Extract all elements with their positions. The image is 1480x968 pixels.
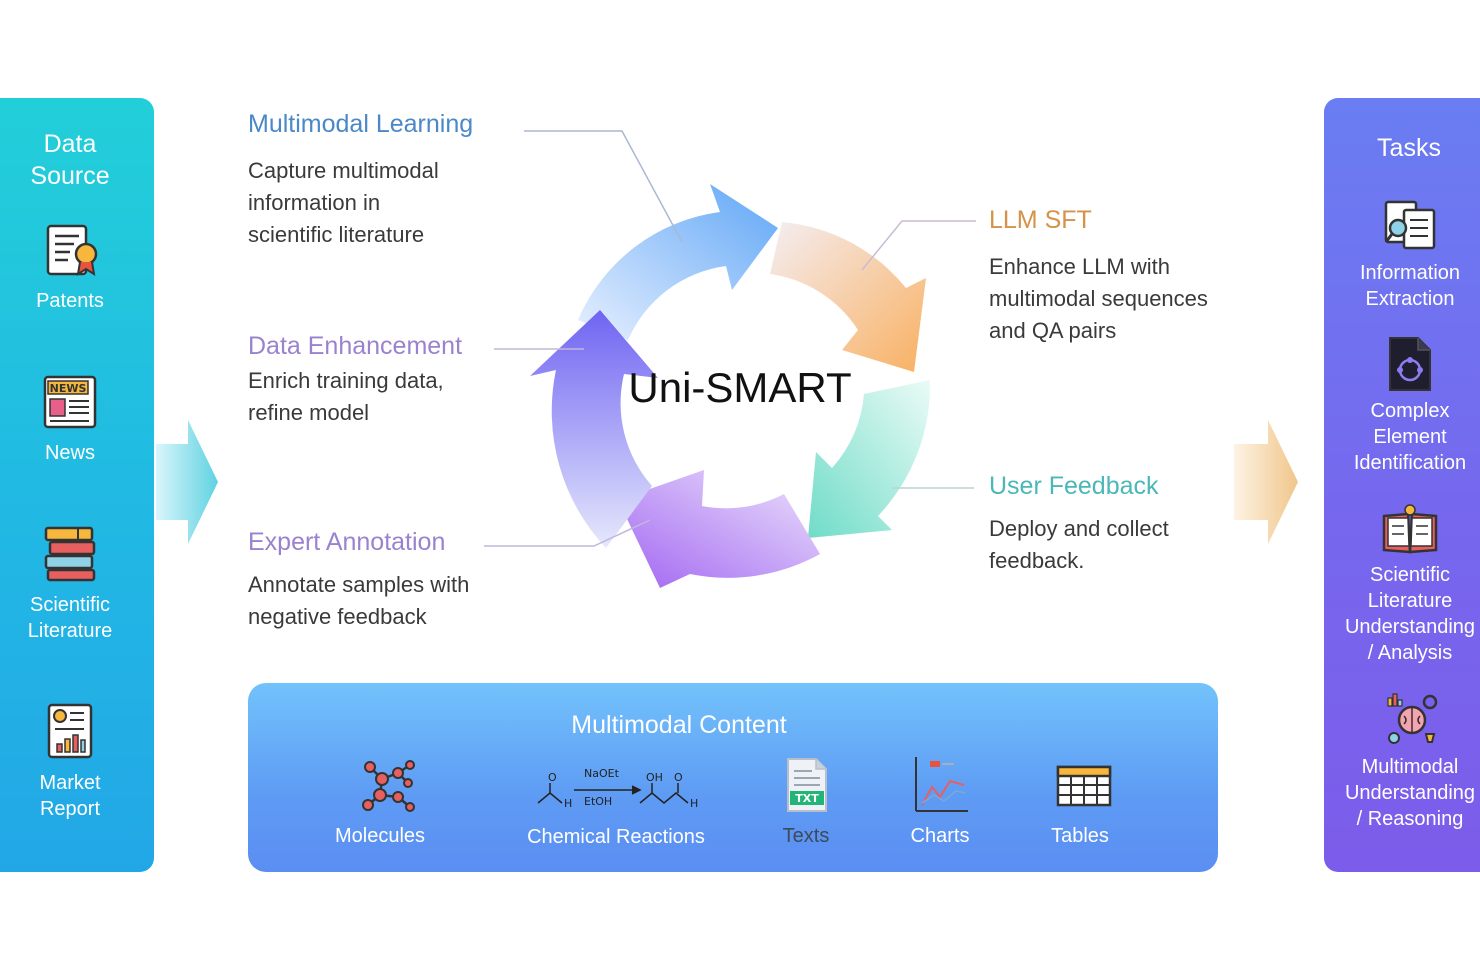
desc-line: Deploy and collect bbox=[989, 516, 1169, 541]
tasks-panel: Tasks Information Extraction Complex Ele… bbox=[1324, 98, 1480, 872]
data-source-panel: Data Source Patents NEWS News bbox=[0, 98, 154, 872]
desc-line: scientific literature bbox=[248, 222, 425, 247]
news-icon: NEWS bbox=[42, 374, 98, 435]
label-line: Report bbox=[39, 798, 101, 820]
input-arrow-icon bbox=[156, 420, 218, 544]
txt-badge: TXT bbox=[795, 792, 819, 805]
chart-icon bbox=[912, 755, 970, 820]
label-line: Understanding bbox=[1344, 616, 1476, 638]
multimodal-item-molecules: Molecules bbox=[334, 825, 426, 847]
task-item-multimodal-understanding: Multimodal Understanding / Reasoning bbox=[1324, 754, 1480, 832]
multimodal-content-panel: Multimodal Content Molecules O NaO bbox=[248, 683, 1218, 872]
desc-line: negative feedback bbox=[248, 604, 427, 629]
news-logo-text: NEWS bbox=[50, 382, 87, 395]
stage-description: Enrich training data, refine model bbox=[248, 365, 462, 429]
report-icon bbox=[44, 702, 96, 765]
label-line: Understanding bbox=[1344, 782, 1476, 804]
desc-line: Capture multimodal bbox=[248, 158, 439, 183]
reaction-icon: O NaOEt EtOH OH O H H bbox=[536, 763, 702, 818]
books-icon bbox=[42, 524, 98, 587]
stage-multimodal-learning: Multimodal Learning Capture multimodal i… bbox=[248, 110, 473, 251]
task-item-complex-element-identification: Complex Element Identification bbox=[1324, 398, 1480, 476]
stage-title: User Feedback bbox=[989, 472, 1159, 500]
desc-line: information in bbox=[248, 190, 381, 215]
multimodal-item-texts: Texts bbox=[782, 825, 830, 847]
reaction-reagent-bottom: EtOH bbox=[584, 795, 612, 808]
stage-title: LLM SFT bbox=[989, 206, 1092, 234]
brain-gear-icon bbox=[1384, 692, 1440, 753]
data-source-title-line2: Source bbox=[30, 162, 110, 190]
multimodal-content-title: Multimodal Content bbox=[571, 711, 787, 739]
table-icon bbox=[1056, 765, 1112, 812]
stage-title: Data Enhancement bbox=[248, 332, 463, 360]
task-item-information-extraction: Information Extraction bbox=[1324, 260, 1480, 312]
data-source-item-news: News bbox=[0, 440, 140, 466]
desc-line: Enhance LLM with bbox=[989, 254, 1170, 279]
data-source-item-patents: Patents bbox=[0, 288, 140, 314]
reaction-reagent-top: NaOEt bbox=[584, 767, 620, 780]
label-line: Scientific bbox=[29, 594, 111, 616]
data-source-title-line1: Data bbox=[43, 130, 97, 158]
stage-title: Expert Annotation bbox=[248, 528, 446, 556]
stage-title: Multimodal Learning bbox=[248, 110, 474, 138]
label-line: News bbox=[44, 442, 95, 464]
label-line: Complex bbox=[1370, 400, 1450, 422]
desc-line: and QA pairs bbox=[989, 318, 1117, 343]
stage-description: Enhance LLM with multimodal sequences an… bbox=[989, 251, 1208, 347]
label-line: Patents bbox=[36, 290, 104, 312]
multimodal-item-chemical-reactions: Chemical Reactions bbox=[527, 826, 705, 848]
stage-description: Deploy and collect feedback. bbox=[989, 513, 1169, 577]
stage-user-feedback: User Feedback Deploy and collect feedbac… bbox=[989, 472, 1169, 577]
document-search-icon bbox=[1382, 198, 1438, 257]
multimodal-item-charts: Charts bbox=[910, 825, 970, 847]
task-item-scientific-literature-understanding: Scientific Literature Understanding / An… bbox=[1324, 562, 1480, 666]
molecule-icon bbox=[358, 757, 418, 820]
desc-line: feedback. bbox=[989, 548, 1085, 573]
reaction-o-left: O bbox=[548, 771, 557, 784]
data-source-title: Data Source bbox=[0, 128, 140, 192]
tasks-title: Tasks bbox=[1377, 134, 1441, 162]
desc-line: Annotate samples with bbox=[248, 572, 470, 597]
txt-file-icon: TXT bbox=[786, 757, 828, 818]
label-line: / Analysis bbox=[1367, 642, 1453, 664]
desc-line: refine model bbox=[248, 400, 370, 425]
stage-description: Annotate samples with negative feedback bbox=[248, 569, 469, 633]
label-line: Scientific bbox=[1369, 564, 1451, 586]
label-line: Literature bbox=[1367, 590, 1453, 612]
data-source-item-scientific-literature: Scientific Literature bbox=[0, 592, 140, 644]
element-identify-icon bbox=[1386, 336, 1434, 397]
stage-data-enhancement: Data Enhancement Enrich training data, r… bbox=[248, 332, 462, 429]
label-line: Identification bbox=[1353, 452, 1467, 474]
reaction-h-left: H bbox=[564, 797, 572, 810]
reaction-oh: OH bbox=[646, 771, 663, 784]
label-line: Extraction bbox=[1365, 288, 1455, 310]
label-line: Information bbox=[1359, 262, 1461, 284]
cycle-diagram bbox=[530, 184, 931, 588]
label-line: / Reasoning bbox=[1356, 808, 1464, 830]
book-idea-icon bbox=[1382, 504, 1438, 559]
label-line: Market bbox=[39, 772, 101, 794]
output-arrow-icon bbox=[1234, 420, 1298, 544]
reaction-o-right: O bbox=[674, 771, 683, 784]
desc-line: Enrich training data, bbox=[248, 368, 444, 393]
label-line: Literature bbox=[27, 620, 113, 642]
reaction-h-right: H bbox=[690, 797, 698, 810]
patent-icon bbox=[44, 222, 100, 283]
data-source-item-market-report: Market Report bbox=[0, 770, 140, 822]
stage-description: Capture multimodal information in scient… bbox=[248, 155, 473, 251]
stage-llm-sft: LLM SFT Enhance LLM with multimodal sequ… bbox=[989, 206, 1208, 347]
desc-line: multimodal sequences bbox=[989, 286, 1208, 311]
label-line: Element bbox=[1373, 426, 1447, 448]
center-title: Uni-SMART bbox=[628, 364, 852, 411]
label-line: Multimodal bbox=[1361, 756, 1459, 778]
stage-expert-annotation: Expert Annotation Annotate samples with … bbox=[248, 528, 469, 633]
multimodal-item-tables: Tables bbox=[1051, 825, 1109, 847]
